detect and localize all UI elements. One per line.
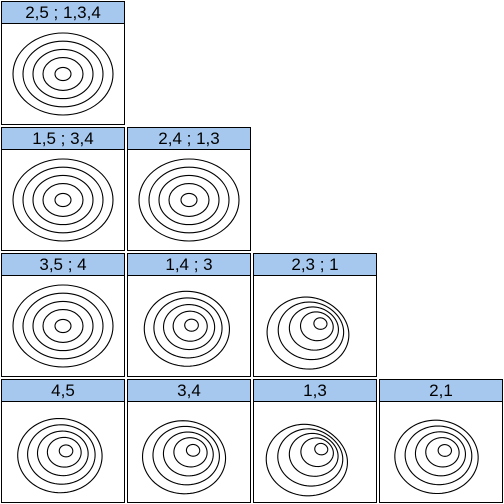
contour-line-2 xyxy=(277,301,345,361)
contour-panel: 4,5 xyxy=(1,379,125,503)
contour-line-1 xyxy=(394,419,479,495)
contour-line-4 xyxy=(172,310,208,342)
contour-panel: 3,4 xyxy=(127,379,251,503)
panel-label: 2,4 ; 1,3 xyxy=(128,128,250,150)
contour-line-3 xyxy=(32,300,94,352)
contour-panel: 1,5 ; 3,4 xyxy=(1,127,125,251)
contour-line-2 xyxy=(148,166,230,234)
contour-line-4 xyxy=(299,311,334,342)
contour-line-4 xyxy=(168,183,210,217)
panel-label: 4,5 xyxy=(2,380,124,402)
contour-line-5 xyxy=(180,192,198,208)
contour-line-4 xyxy=(300,437,334,468)
contour-plot xyxy=(12,284,114,368)
panel-label: 1,5 ; 3,4 xyxy=(2,128,124,150)
contour-line-4 xyxy=(42,309,84,343)
panel-label: 2,5 ; 1,3,4 xyxy=(2,2,124,24)
contour-line-5 xyxy=(184,318,199,332)
contour-plot xyxy=(265,423,348,497)
contour-line-2 xyxy=(22,40,104,108)
panel-label: 1,3 xyxy=(254,380,376,402)
contour-line-4 xyxy=(173,437,208,468)
panel-plot-area xyxy=(128,402,250,502)
contour-line-3 xyxy=(36,430,89,477)
contour-plot xyxy=(138,158,240,242)
panel-plot-area xyxy=(2,150,124,250)
contour-panel: 2,4 ; 1,3 xyxy=(127,127,251,251)
contour-panel: 2,3 ; 1 xyxy=(253,253,377,377)
panel-plot-area xyxy=(2,276,124,376)
contour-line-4 xyxy=(42,57,84,91)
contour-line-2 xyxy=(27,424,96,485)
contour-line-1 xyxy=(266,296,350,370)
contour-panel: 2,1 xyxy=(379,379,503,503)
contour-line-3 xyxy=(162,431,214,477)
contour-line-1 xyxy=(12,284,114,368)
panel-label: 2,3 ; 1 xyxy=(254,254,376,276)
contour-panel: 2,5 ; 1,3,4 xyxy=(1,1,125,125)
contour-line-4 xyxy=(46,436,82,468)
contour-line-1 xyxy=(265,423,348,497)
contour-line-3 xyxy=(32,48,94,100)
contour-plot xyxy=(394,419,479,495)
contour-panel: 1,4 ; 3 xyxy=(127,253,251,377)
contour-line-5 xyxy=(437,444,453,457)
panel-label: 3,4 xyxy=(128,380,250,402)
panel-plot-area xyxy=(380,402,502,502)
contour-line-5 xyxy=(185,443,201,457)
panel-plot-area xyxy=(2,24,124,124)
panel-plot-area xyxy=(254,276,376,376)
contour-line-5 xyxy=(314,442,329,456)
contour-line-1 xyxy=(12,158,114,242)
panel-label: 2,1 xyxy=(380,380,502,402)
contour-plot xyxy=(12,158,114,242)
contour-line-5 xyxy=(58,444,74,458)
panel-label: 3,5 ; 4 xyxy=(2,254,124,276)
contour-line-2 xyxy=(22,292,104,360)
panel-plot-area xyxy=(128,276,250,376)
contour-line-2 xyxy=(277,428,344,487)
contour-plot xyxy=(12,32,114,116)
contour-line-4 xyxy=(42,183,84,217)
contour-line-3 xyxy=(288,432,339,477)
panel-plot-area xyxy=(254,402,376,502)
contour-line-3 xyxy=(158,174,220,226)
contour-line-5 xyxy=(54,318,72,334)
contour-line-4 xyxy=(425,437,460,468)
panel-plot-area xyxy=(2,402,124,502)
contour-line-5 xyxy=(313,317,328,330)
contour-line-2 xyxy=(404,425,473,486)
contour-line-3 xyxy=(288,306,339,351)
contour-plot xyxy=(141,420,227,495)
contour-line-3 xyxy=(32,174,94,226)
contour-line-1 xyxy=(12,32,114,116)
contour-line-1 xyxy=(141,420,227,495)
contour-plot xyxy=(266,296,350,370)
contour-line-2 xyxy=(153,297,223,359)
panel-label: 1,4 ; 3 xyxy=(128,254,250,276)
contour-line-2 xyxy=(152,425,220,486)
contour-line-5 xyxy=(54,66,72,82)
contour-line-1 xyxy=(138,158,240,242)
panel-plot-area xyxy=(128,150,250,250)
contour-plot xyxy=(17,417,103,494)
contour-panel: 1,3 xyxy=(253,379,377,503)
contour-line-3 xyxy=(414,431,467,477)
contour-line-1 xyxy=(143,290,231,367)
contour-line-5 xyxy=(54,192,72,208)
contour-line-2 xyxy=(22,166,104,234)
contour-plot xyxy=(143,290,231,367)
contour-line-1 xyxy=(17,417,103,494)
contour-line-3 xyxy=(162,304,216,351)
contour-panel: 3,5 ; 4 xyxy=(1,253,125,377)
